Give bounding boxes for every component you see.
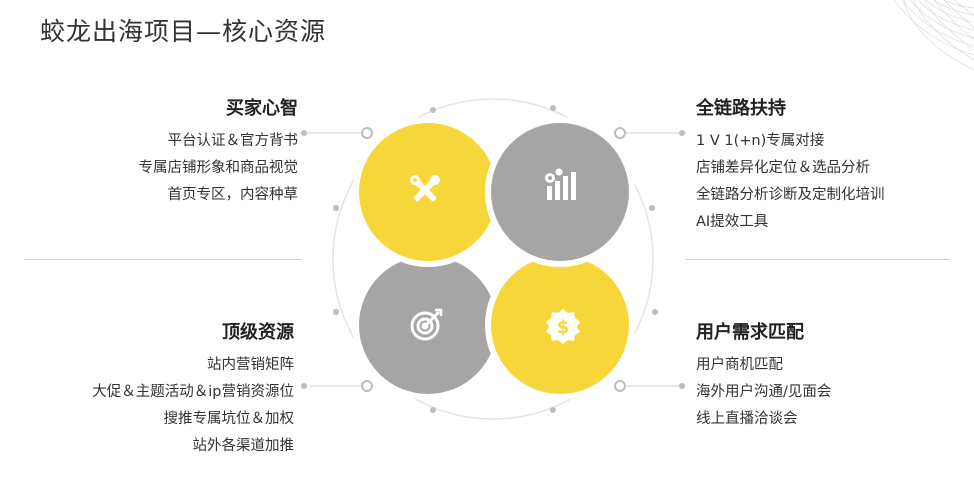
- list-item: 搜推专属坑位＆加权: [163, 411, 295, 427]
- mesh-decoration: [893, 0, 974, 71]
- list-item: 站外各渠道加推: [192, 438, 295, 454]
- list-item: 专属店铺形象和商品视觉: [138, 160, 299, 176]
- list-item: 全链路分析诊断及定制化培训: [696, 187, 885, 203]
- target-icon: [410, 308, 443, 341]
- connector-dots: [301, 130, 685, 389]
- svg-text:$: $: [557, 317, 570, 338]
- chart-gear-icon: [545, 168, 576, 200]
- ring-dots: [333, 105, 658, 413]
- list-item: 站内营销矩阵: [207, 357, 294, 373]
- list-item: 线上直播洽谈会: [696, 411, 798, 427]
- tools-icon: [410, 175, 440, 202]
- block-full-chain-support: 全链路扶持 1 V 1(+n)专属对接 店铺差异化定位＆选品分析 全链路分析诊断…: [696, 94, 885, 236]
- list-item: 大促＆主题活动＆ip营销资源位: [92, 384, 294, 400]
- heading-user-demand-match: 用户需求匹配: [696, 322, 804, 343]
- outer-ring: [332, 98, 654, 420]
- block-user-demand-match: 用户需求匹配 用户商机匹配 海外用户沟通/见面会 线上直播洽谈会: [696, 318, 831, 433]
- heading-full-chain-support: 全链路扶持: [696, 98, 786, 119]
- list-item: 1 V 1(+n)专属对接: [696, 133, 825, 149]
- page-title: 蛟龙出海项目—核心资源: [40, 17, 327, 46]
- connector-rings: [361, 127, 626, 392]
- list-item: 首页专区，内容种草: [167, 187, 299, 203]
- block-buyer-mind: 买家心智 平台认证＆官方背书 专属店铺形象和商品视觉 首页专区，内容种草: [139, 94, 299, 209]
- list-item: 平台认证＆官方背书: [167, 133, 299, 149]
- list-item: 海外用户沟通/见面会: [696, 384, 832, 400]
- divider-right: [686, 259, 950, 260]
- list-item: 用户商机匹配: [696, 357, 783, 373]
- list-item: 店铺差异化定位＆选品分析: [696, 160, 870, 176]
- heading-top-resources: 顶级资源: [222, 322, 294, 343]
- dollar-badge-icon: $: [546, 309, 580, 344]
- block-top-resources: 顶级资源 站内营销矩阵 大促＆主题活动＆ip营销资源位 搜推专属坑位＆加权 站外…: [92, 318, 294, 460]
- heading-buyer-mind: 买家心智: [226, 98, 298, 119]
- divider-left: [24, 259, 301, 260]
- list-item: AI提效工具: [696, 214, 769, 230]
- center-lens: [468, 237, 520, 281]
